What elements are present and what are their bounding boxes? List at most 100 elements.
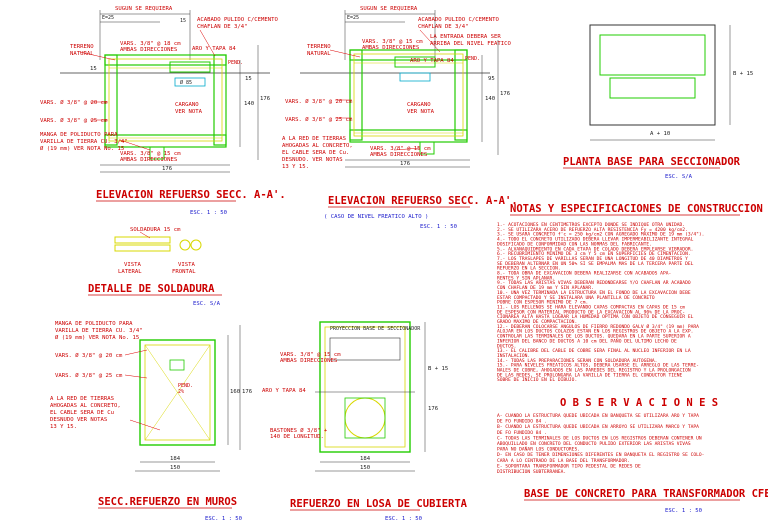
note-line-0: 1.- ACOTACIONES EN CENTIMETROS EXCEPTO D… <box>497 222 685 228</box>
note-line-9: REFUERZO EN LA SECCION. <box>497 266 561 272</box>
label-vars15-5: VARS. 3/8" @ 15 cm <box>280 352 341 358</box>
elevation-section-2 <box>300 10 499 168</box>
label-proyeccion: PROYECCION BASE DE SECCIONADOR <box>330 326 421 332</box>
note-line-13: CON CHAFLAN DE 19 mm Y SIN APLANAR. <box>497 285 594 291</box>
note-line-26: 13.- EL CALIBRE DEL CABLE DE COBRE SERA … <box>497 348 691 354</box>
dim-95-2: 95 <box>488 76 495 82</box>
dim-176-v2: 176 <box>500 91 510 97</box>
note-line-11: RENTES Y SIN APLANAR. <box>497 275 555 281</box>
label-natural-2: NATURAL <box>307 51 331 57</box>
note-line-6: 6.- RECUBRIMIENTO MINIMO DE 3 cm Y 5 cm … <box>497 251 691 257</box>
dim-o85-1: Ø 85 <box>180 79 192 86</box>
scale-losa: ESC. 1 : 50 <box>385 516 422 522</box>
observation-line-2: B- CUANDO LA ESTRUCTURA QUEDE UBICADA EN… <box>497 424 699 430</box>
dim-176-l: 176 <box>428 406 438 412</box>
label-red-4: DESNUDO. VER NOTAS <box>282 157 343 163</box>
note-line-10: 8.- TODA OBRA DE EXCAVACION DEBERA REALI… <box>497 271 671 277</box>
title-elevacion-1: ELEVACION REFUERSO SECC. A-A'. <box>96 189 286 201</box>
label-vista-fro-1: VISTA <box>178 262 195 268</box>
dim-176-v1: 176 <box>260 96 270 102</box>
observation-line-1: DE FO FUNDIDO 84 . <box>497 419 547 425</box>
note-line-22: ALOJAR EN LOS DUCTOS COLAZOS ESTAN EN LO… <box>497 329 693 335</box>
label-red-5: 13 Y 15. <box>282 164 309 170</box>
dim-184-m: 184 <box>170 456 181 462</box>
note-line-29: 15.- PARA NIVELES FREATICOS ALTOS, DEBER… <box>497 363 699 369</box>
dim-160-m: 160 <box>230 389 240 395</box>
dim-176-1: 176 <box>162 166 172 172</box>
title-muros: SECC.REFUERZO EN MUROS <box>98 496 237 508</box>
label-acabado-2: ACABADO PULIDO C/CEMENTO <box>418 17 499 23</box>
note-line-5: 5.- ALVANAQUIDMIENTO EN CADA ETAPA DE CO… <box>497 246 693 252</box>
caption-caso-freatico: ( CASO DE NIVEL FREATICO ALTO ) <box>324 214 428 220</box>
note-line-27: INSTALACION. <box>497 353 530 359</box>
note-line-31: DE LAS REDES, SE PROLONGARA LA VARILLA D… <box>497 372 683 378</box>
dim-176-m: 176 <box>242 389 252 395</box>
scale-planta: ESC. S/A <box>665 174 693 180</box>
label-soldadura-15: SOLDADURA 15 cm <box>130 227 181 233</box>
label-entrada-2: ARRIBA DEL NIVEL FEATICO <box>430 41 511 47</box>
label-vernota-1: VER NOTA <box>175 109 203 115</box>
label-vars-1b: AMBAS DIRECCIONES <box>120 47 177 53</box>
label-pend-2: PEND. <box>465 56 480 62</box>
notes-list: 1.- ACOTACIONES EN CENTIMETROS EXCEPTO D… <box>497 222 704 383</box>
label-chaflan-1: CHAFLAN DE 3/4" <box>197 24 248 30</box>
title-elevacion-2: ELEVACION REFUERSO SECC. A-A'. <box>328 195 518 207</box>
scale-elevacion-2: ESC. 1 : 50 <box>420 224 457 230</box>
dim-15-v1: 15 <box>245 76 252 82</box>
observation-line-6: PARA NO DAÑAR LOS CONDUCTORES. <box>497 446 580 453</box>
label-sugun-2: SUGUN SE REQUIERA <box>360 6 418 12</box>
label-manga-4: MANGA DE POLIDUCTO PARA <box>55 321 133 327</box>
dim-176-2: 176 <box>400 161 410 167</box>
label-red-8: EL CABLE SERA DE Cu <box>50 410 114 416</box>
elevation-section-1 <box>60 10 270 173</box>
observation-line-3: DE FO FUNDIDO 84 . <box>497 430 547 436</box>
note-line-1: 2.- SE UTILIZARA ACERO DE REFUERZO ALTA … <box>497 227 688 233</box>
label-chaflan-2: CHAFLAN DE 3/4" <box>418 24 469 30</box>
dim-e25-1: E=25 <box>102 15 114 21</box>
observation-line-0: A- CUANDO LA ESTRUCTURA QUEDE UBICADA EN… <box>497 413 699 419</box>
dim-15-1: 15 <box>180 18 186 24</box>
label-cargano-2: CARGANO <box>407 102 431 108</box>
label-red-6: A LA RED DE TIERRAS <box>50 396 114 402</box>
label-manga-5: VARILLA DE TIERRA CU. 3/4" <box>55 328 143 334</box>
label-vars-1a: VARS. 3/8" @ 18 cm <box>120 41 181 47</box>
label-vars20-2: VARS. Ø 3/8" @ 20 cm <box>285 98 353 105</box>
title-planta: PLANTA BASE PARA SECCIONADOR <box>563 156 741 168</box>
scale-base: ESC. 1 : 50 <box>665 508 702 514</box>
note-line-17: 11.- LOS RELLENOS SE HARA ELEVANDO CAPAS… <box>497 304 685 310</box>
label-aro-1: ARO Y TAPA 84 <box>192 46 236 52</box>
label-manga-6: Ø (19 mm) VER NOTA No. 15 <box>55 334 139 341</box>
note-line-12: 9.- TODAS LAS ARISTAS VIVAS DEBERAN REDO… <box>497 280 691 286</box>
label-vernota-2: VER NOTA <box>407 109 435 115</box>
label-red-9: DESNUDO VER NOTAS <box>50 417 107 423</box>
label-red-3: EL CABLE SERA DE Cu. <box>282 150 349 156</box>
note-line-15: ESTAR COMPACTADO Y SE INSTALARA UNA PLAN… <box>497 295 655 301</box>
dim-140-2: 140 <box>485 96 495 102</box>
scale-elevacion-1: ESC. 1 : 50 <box>190 210 227 216</box>
label-vars15-4: AMBAS DIRECCIONES <box>370 152 427 158</box>
plan-base-seccionador <box>589 24 731 141</box>
scale-muros: ESC. 1 : 50 <box>205 516 242 522</box>
label-red-10: 13 Y 15. <box>50 424 77 430</box>
label-vars25-1: VARS. Ø 3/8" @ 25 cm <box>40 117 108 124</box>
note-line-18: DE ESPESOR CON MATERIAL PRODUCTO DE LA E… <box>497 309 685 315</box>
note-line-19: CIONAREA ALTA HASTA LOGRAR LA HUMEDAD OP… <box>497 314 694 320</box>
note-line-21: 12.- DEBERAN COLOCARSE ANGULOS DE FIERRO… <box>497 323 699 330</box>
label-pend-1: PEND. <box>228 60 243 66</box>
dim-184-l: 184 <box>360 456 371 462</box>
wall-reinforcement-section <box>124 325 241 472</box>
label-manga-1: MANGA DE POLIDUCTO PARA <box>40 132 118 138</box>
title-losa: REFUERZO EN LOSA DE CUBIERTA <box>290 498 468 510</box>
dim-150-m: 150 <box>170 465 180 471</box>
label-terreno-1: TERRENO <box>70 44 94 50</box>
label-red-1: A LA RED DE TIERRAS <box>282 136 346 142</box>
note-line-28: 14.- TODAS LAS PREPARACIONES SERAN CON S… <box>497 358 657 364</box>
observation-line-8: CARA A LO CENTRADO DE LA BASE DEL TRANSF… <box>497 458 630 464</box>
label-vars25-2: VARS. Ø 3/8" @ 25 cm <box>285 116 353 123</box>
label-red-7: AHOGADAS AL CONCRETO, <box>50 403 121 409</box>
dim-b15: B + 15 <box>428 366 448 372</box>
slab-reinforcement <box>315 321 426 472</box>
title-notas: NOTAS Y ESPECIFICACIONES DE CONSTRUCCION <box>510 203 763 215</box>
label-acabado-1: ACABADO PULIDO C/CEMENTO <box>197 17 278 23</box>
